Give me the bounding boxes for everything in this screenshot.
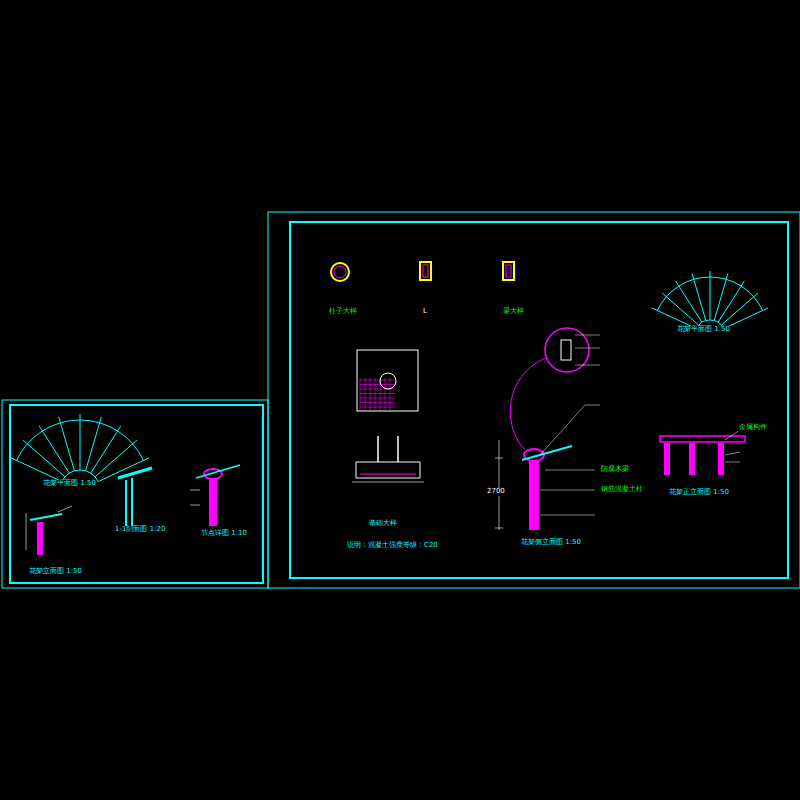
drawing-label: 钢筋混凝土柱 bbox=[600, 486, 644, 494]
fan-plan bbox=[11, 414, 149, 482]
drawing-label: 防腐木梁 bbox=[600, 466, 630, 474]
drawing-label: 花架正立面图 1:50 bbox=[668, 489, 730, 497]
drawing-label: L bbox=[422, 308, 428, 316]
fan-plan bbox=[652, 271, 768, 329]
drawing-label: 花架侧立面图 1:50 bbox=[520, 539, 582, 547]
drawing-label: 花架平面图 1:50 bbox=[42, 480, 97, 488]
drawing-label: 金属构件 bbox=[738, 424, 768, 432]
drawing-label: 基础大样 bbox=[368, 520, 398, 528]
rebar-hatch bbox=[360, 378, 395, 410]
rebar-hatch bbox=[360, 378, 395, 410]
drawing-label: 柱子大样 bbox=[328, 308, 358, 316]
rebar-hatch bbox=[360, 378, 395, 410]
drawing-label: 梁大样 bbox=[502, 308, 525, 316]
rebar-hatch bbox=[360, 378, 395, 410]
rebar-hatch bbox=[360, 378, 395, 410]
drawing-label: 花架立面图 1:50 bbox=[28, 568, 83, 576]
drawing-label: 1-1剖面图 1:20 bbox=[114, 526, 166, 534]
rebar-hatch bbox=[360, 378, 395, 410]
drawing-label: 花架平面图 1:50 bbox=[676, 326, 731, 334]
drawing-label: 节点详图 1:10 bbox=[200, 530, 248, 538]
rebar-hatch bbox=[360, 378, 395, 410]
drawing-label: 2700 bbox=[486, 488, 506, 496]
drawing-label: 说明：混凝土强度等级：C20 bbox=[346, 542, 439, 550]
